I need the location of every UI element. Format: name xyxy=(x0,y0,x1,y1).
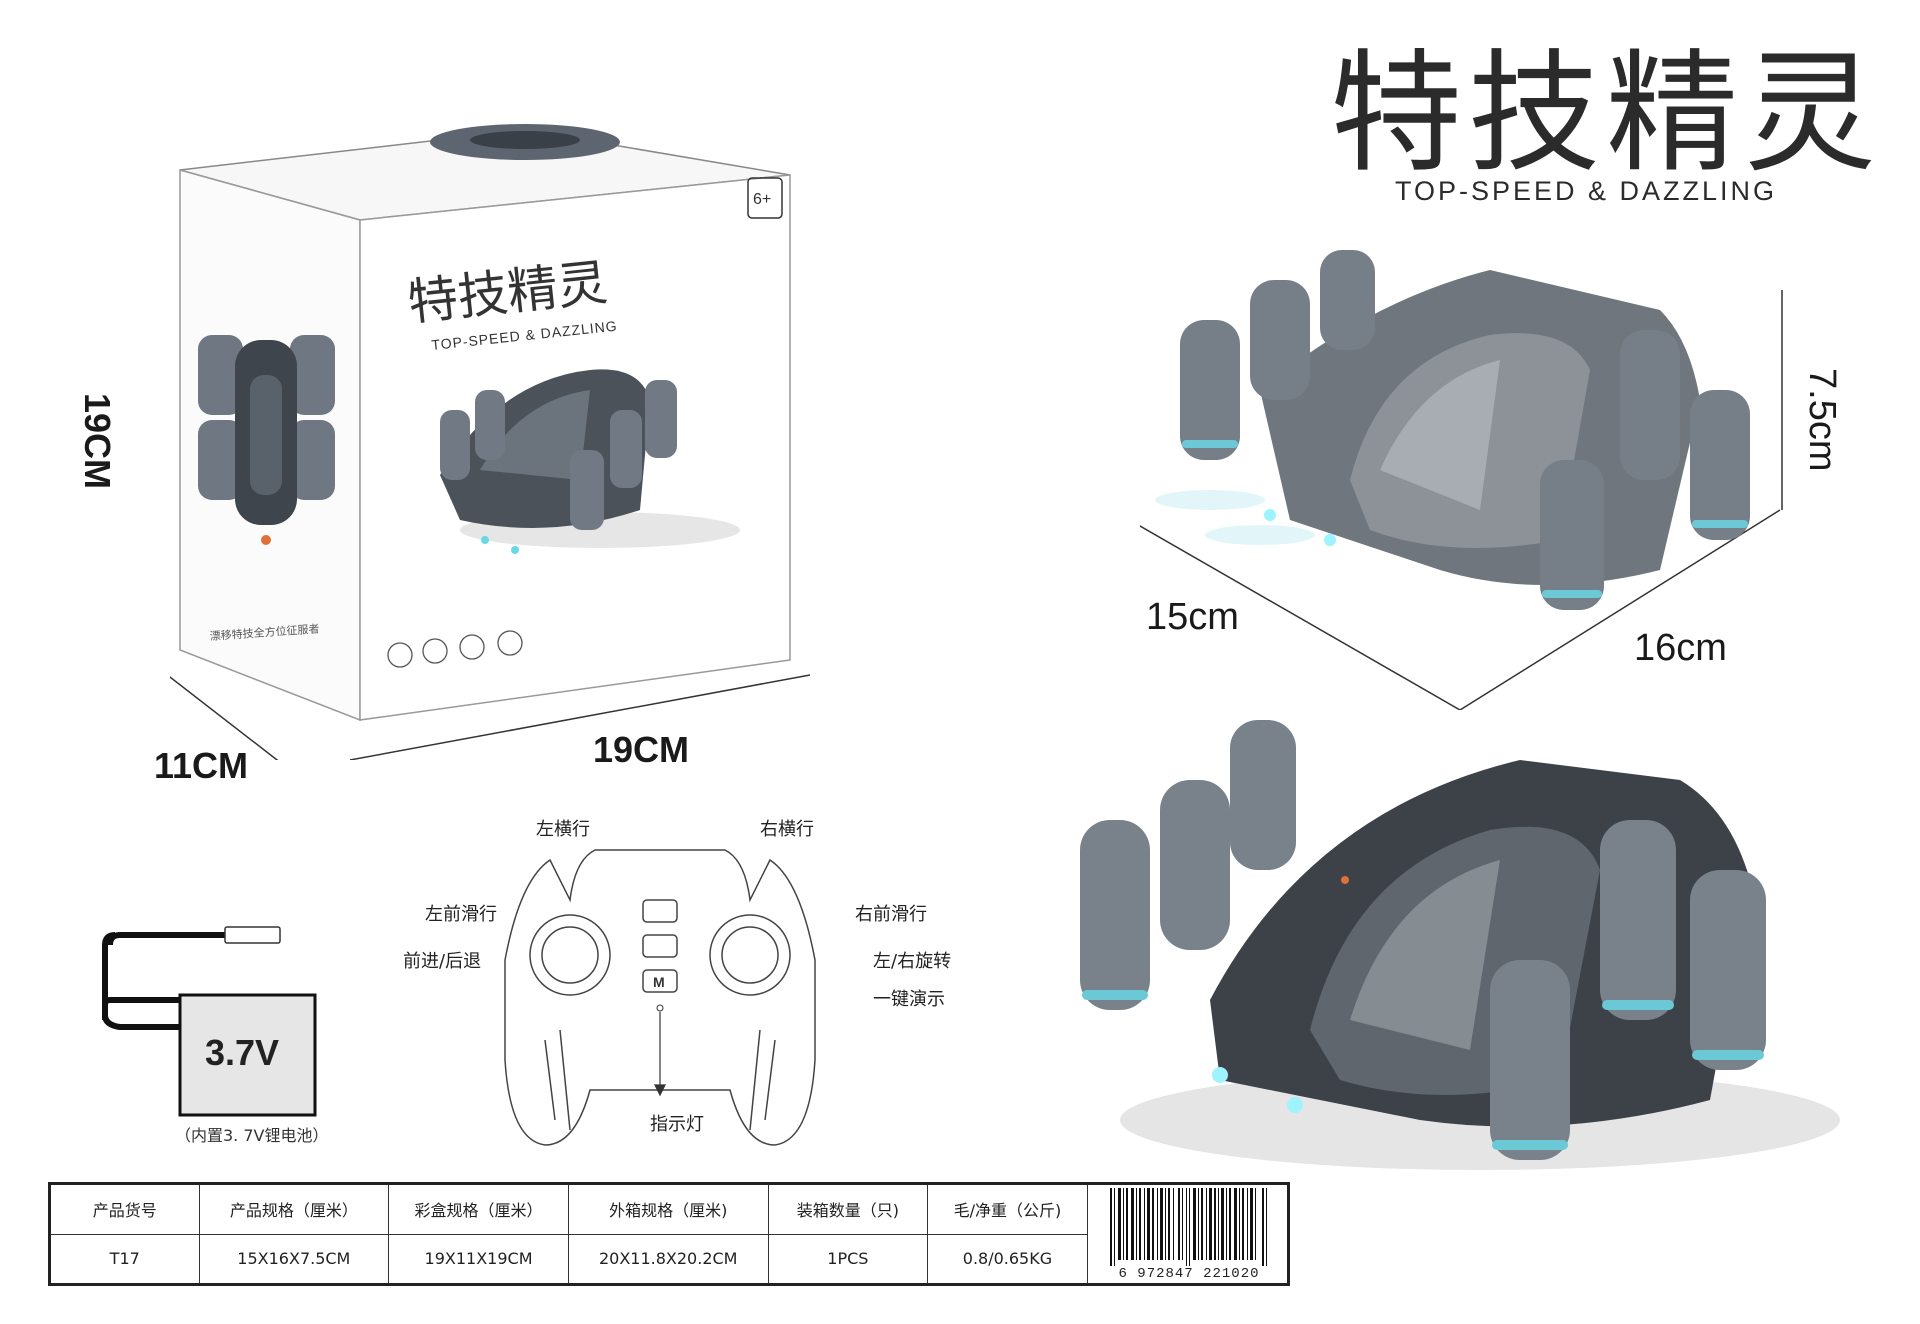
table-header-cell: 外箱规格（厘米) xyxy=(567,1183,769,1235)
barcode-bars xyxy=(1110,1188,1267,1266)
table-cell: 1PCS xyxy=(767,1233,929,1285)
box-top-car-image xyxy=(430,124,620,160)
table-cell: 15X16X7.5CM xyxy=(198,1233,390,1285)
mode-button xyxy=(642,934,678,958)
box-height-label: 19CM xyxy=(77,393,118,490)
label-indicator: 指示灯 xyxy=(650,1114,704,1135)
battery-illustration xyxy=(102,926,317,1117)
table-header-cell: 装箱数量（只) xyxy=(767,1183,929,1235)
m-button-label: M xyxy=(653,974,665,990)
car-length-label: 15cm xyxy=(1146,596,1239,638)
battery-connector xyxy=(224,926,281,944)
demo-rotate-button xyxy=(642,899,678,923)
box-side-car-image xyxy=(198,335,335,545)
battery-voltage: 3.7V xyxy=(205,1032,280,1073)
age-badge: 6+ xyxy=(747,177,783,219)
controller-diagram: M xyxy=(504,849,816,1146)
label-one-key-demo: 一键演示 xyxy=(873,989,945,1010)
table-header-cell: 产品货号 xyxy=(49,1183,200,1235)
label-left-right-rotate: 左/右旋转 xyxy=(873,951,952,972)
label-left-strafe: 左横行 xyxy=(536,819,590,840)
table-cell: 0.8/0.65KG xyxy=(927,1233,1088,1285)
package-box-illustration: 特技精灵 TOP-SPEED & DAZZLING 6+ 漂移特技全方位征服者 xyxy=(170,124,811,760)
table-cell: 19X11X19CM xyxy=(388,1233,569,1285)
table-cell: T17 xyxy=(49,1233,200,1285)
table-header-cell: 产品规格（厘米） xyxy=(198,1183,390,1235)
box-front-car-image xyxy=(440,369,740,554)
spec-table: 产品货号 产品规格（厘米） 彩盒规格（厘米） 外箱规格（厘米) 装箱数量（只) … xyxy=(48,1182,1290,1286)
table-header-cell: 彩盒规格（厘米） xyxy=(388,1183,569,1235)
car-top-image xyxy=(1140,250,1783,710)
label-right-front-slide: 右前滑行 xyxy=(855,904,927,925)
car-width-label: 16cm xyxy=(1634,627,1727,669)
barcode-number: 6 972847 221020 xyxy=(1108,1266,1270,1282)
label-forward-back: 前进/后退 xyxy=(403,951,482,972)
box-depth-label: 11CM xyxy=(154,745,249,786)
table-cell: 20X11.8X20.2CM xyxy=(567,1233,769,1285)
svg-text:6+: 6+ xyxy=(753,191,771,208)
battery-note: （内置3. 7V锂电池） xyxy=(175,1126,329,1145)
car-height-label: 7.5cm xyxy=(1801,368,1843,472)
label-left-front-slide: 左前滑行 xyxy=(425,904,497,925)
box-feature-icons xyxy=(387,630,523,668)
table-header-row: 产品货号 产品规格（厘米） 彩盒规格（厘米） 外箱规格（厘米) 装箱数量（只) … xyxy=(49,1183,1289,1235)
label-right-strafe: 右横行 xyxy=(760,819,814,840)
car-bottom-image xyxy=(1080,720,1840,1170)
brand-title: 特技精灵 xyxy=(1330,37,1882,191)
brand-subtitle: TOP-SPEED & DAZZLING xyxy=(1395,176,1778,206)
barcode: 6 972847 221020 xyxy=(1108,1186,1270,1282)
m-button xyxy=(642,969,678,993)
table-row: T17 15X16X7.5CM 19X11X19CM 20X11.8X20.2C… xyxy=(49,1233,1289,1285)
box-width-label: 19CM xyxy=(593,729,690,770)
battery-body xyxy=(178,993,317,1117)
table-header-cell: 毛/净重（公斤) xyxy=(927,1183,1088,1235)
